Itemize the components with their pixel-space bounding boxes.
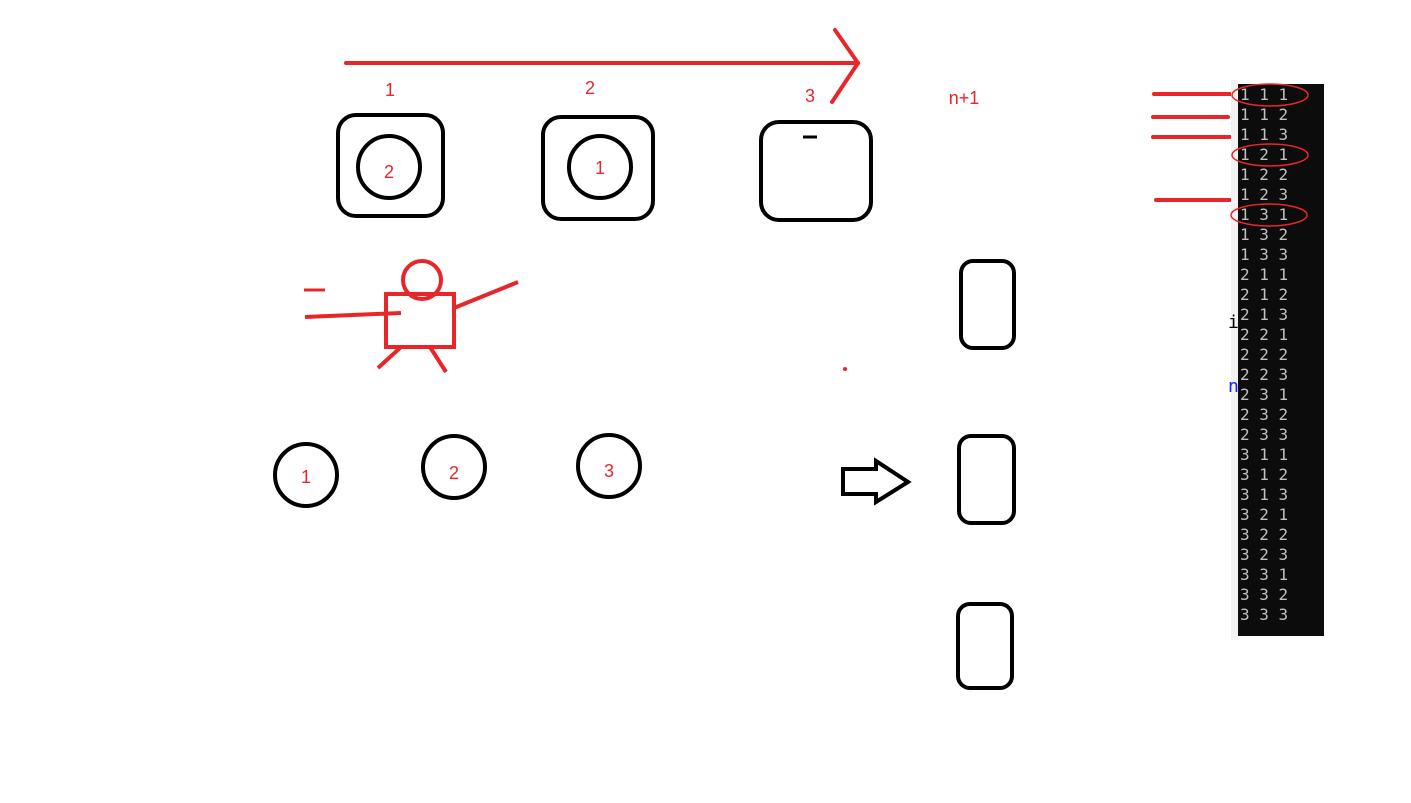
coin-in-box-2 [567,134,633,200]
red-dot [843,367,847,371]
console-row: 3 2 2 [1240,525,1289,544]
console-row: 3 1 2 [1240,465,1289,484]
console-row: 2 2 1 [1240,325,1289,344]
coin-in-box-1-label: 2 [384,162,394,182]
console-row: 3 1 3 [1240,485,1289,504]
slot-box-1 [959,259,1016,350]
console-row: 1 1 1 [1240,85,1289,104]
console-row: 2 1 3 [1240,305,1289,324]
console-row: 3 1 1 [1240,445,1289,464]
box-number-1: 1 [385,80,395,100]
console-row: 1 3 3 [1240,245,1289,264]
box-number-3: 3 [805,86,815,106]
console-row: 3 3 3 [1240,605,1289,624]
box-1 [336,113,445,218]
console-row: 2 2 2 [1240,345,1289,364]
box-number-n-plus-1: n+1 [949,88,980,108]
coin-1-label: 1 [301,467,311,487]
console-row: 2 1 2 [1240,285,1289,304]
console-row: 2 3 1 [1240,385,1289,404]
slot-box-3 [956,602,1014,690]
console-row: 2 3 2 [1240,405,1289,424]
row-pointer-lines [1151,92,1237,202]
console-row: 2 2 3 [1240,365,1289,384]
editor-edge [1231,80,1238,640]
coin-2 [421,434,487,500]
coin-3 [576,433,642,499]
box-3 [759,120,873,222]
console-row: 3 2 3 [1240,545,1289,564]
box-number-2: 2 [585,78,595,98]
console-row: 1 3 1 [1240,205,1289,224]
console-row: 1 1 2 [1240,105,1289,124]
coin-1 [273,442,339,508]
console-row: 3 3 2 [1240,585,1289,604]
console-row: 1 1 3 [1240,125,1289,144]
console-row: 3 2 1 [1240,505,1289,524]
coin-2-label: 2 [449,463,459,483]
console-row: 2 3 3 [1240,425,1289,444]
slot-box-2 [957,434,1016,525]
coin-in-box-1 [356,134,422,200]
console-row: 1 3 2 [1240,225,1289,244]
console-row: 2 1 1 [1240,265,1289,284]
console-row: 1 2 2 [1240,165,1289,184]
direction-arrow [344,28,861,104]
console-row: 3 3 1 [1240,565,1289,584]
console-row: 1 2 1 [1240,145,1289,164]
code-fragment-i: i [1228,312,1239,333]
coin-in-box-2-label: 1 [595,158,605,178]
person-figure [304,259,519,374]
console-row: 1 2 3 [1240,185,1289,204]
box-2 [541,115,655,221]
right-arrow-icon [841,457,912,506]
code-fragment-n: n [1228,376,1239,397]
coin-3-label: 3 [604,461,614,481]
